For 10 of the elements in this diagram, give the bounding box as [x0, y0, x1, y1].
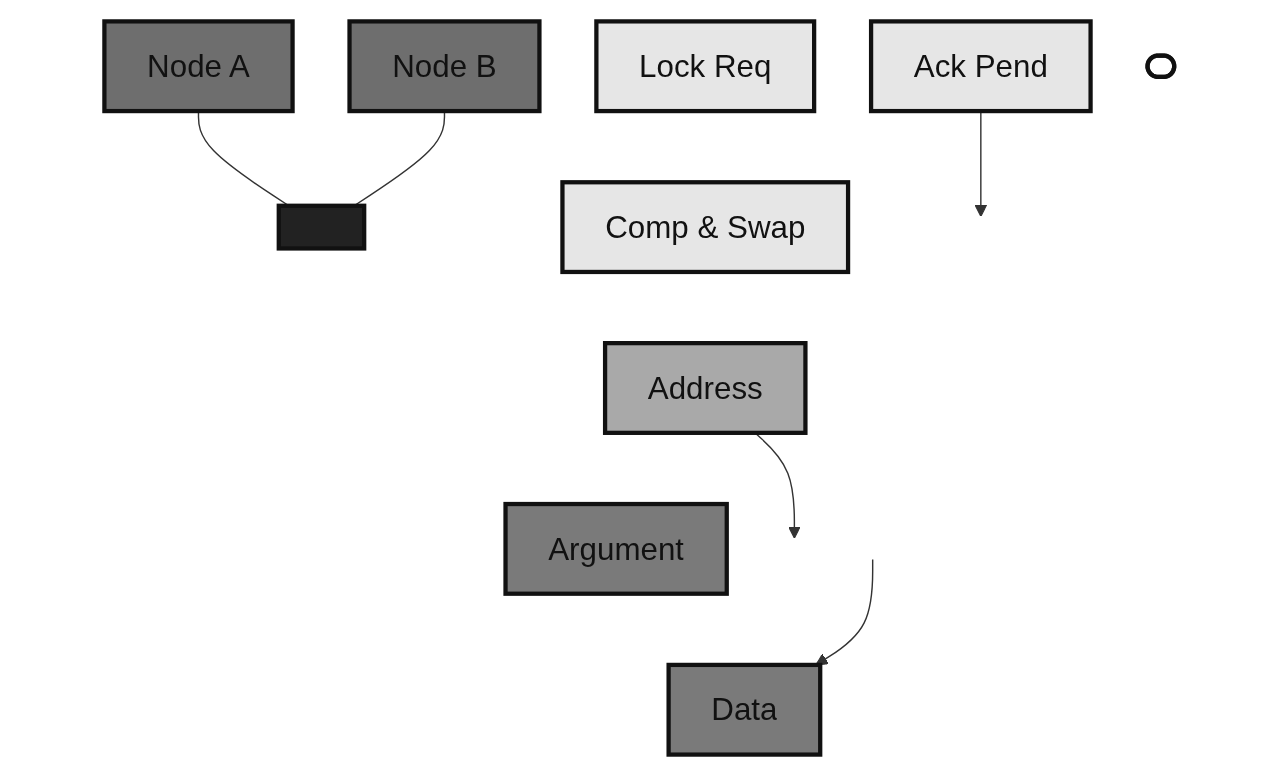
node-box: Ack Pend — [869, 19, 1093, 114]
node-box: Node A — [102, 19, 295, 114]
node-box: Address — [603, 341, 808, 435]
node-box: Comp & Swap — [560, 180, 851, 275]
arrow — [815, 558, 874, 666]
node-box: Data — [666, 662, 823, 757]
node-box: Lock Req — [594, 19, 817, 114]
node-bar — [276, 203, 367, 251]
node-box: Argument — [503, 501, 730, 596]
node-box: Node B — [347, 19, 542, 114]
